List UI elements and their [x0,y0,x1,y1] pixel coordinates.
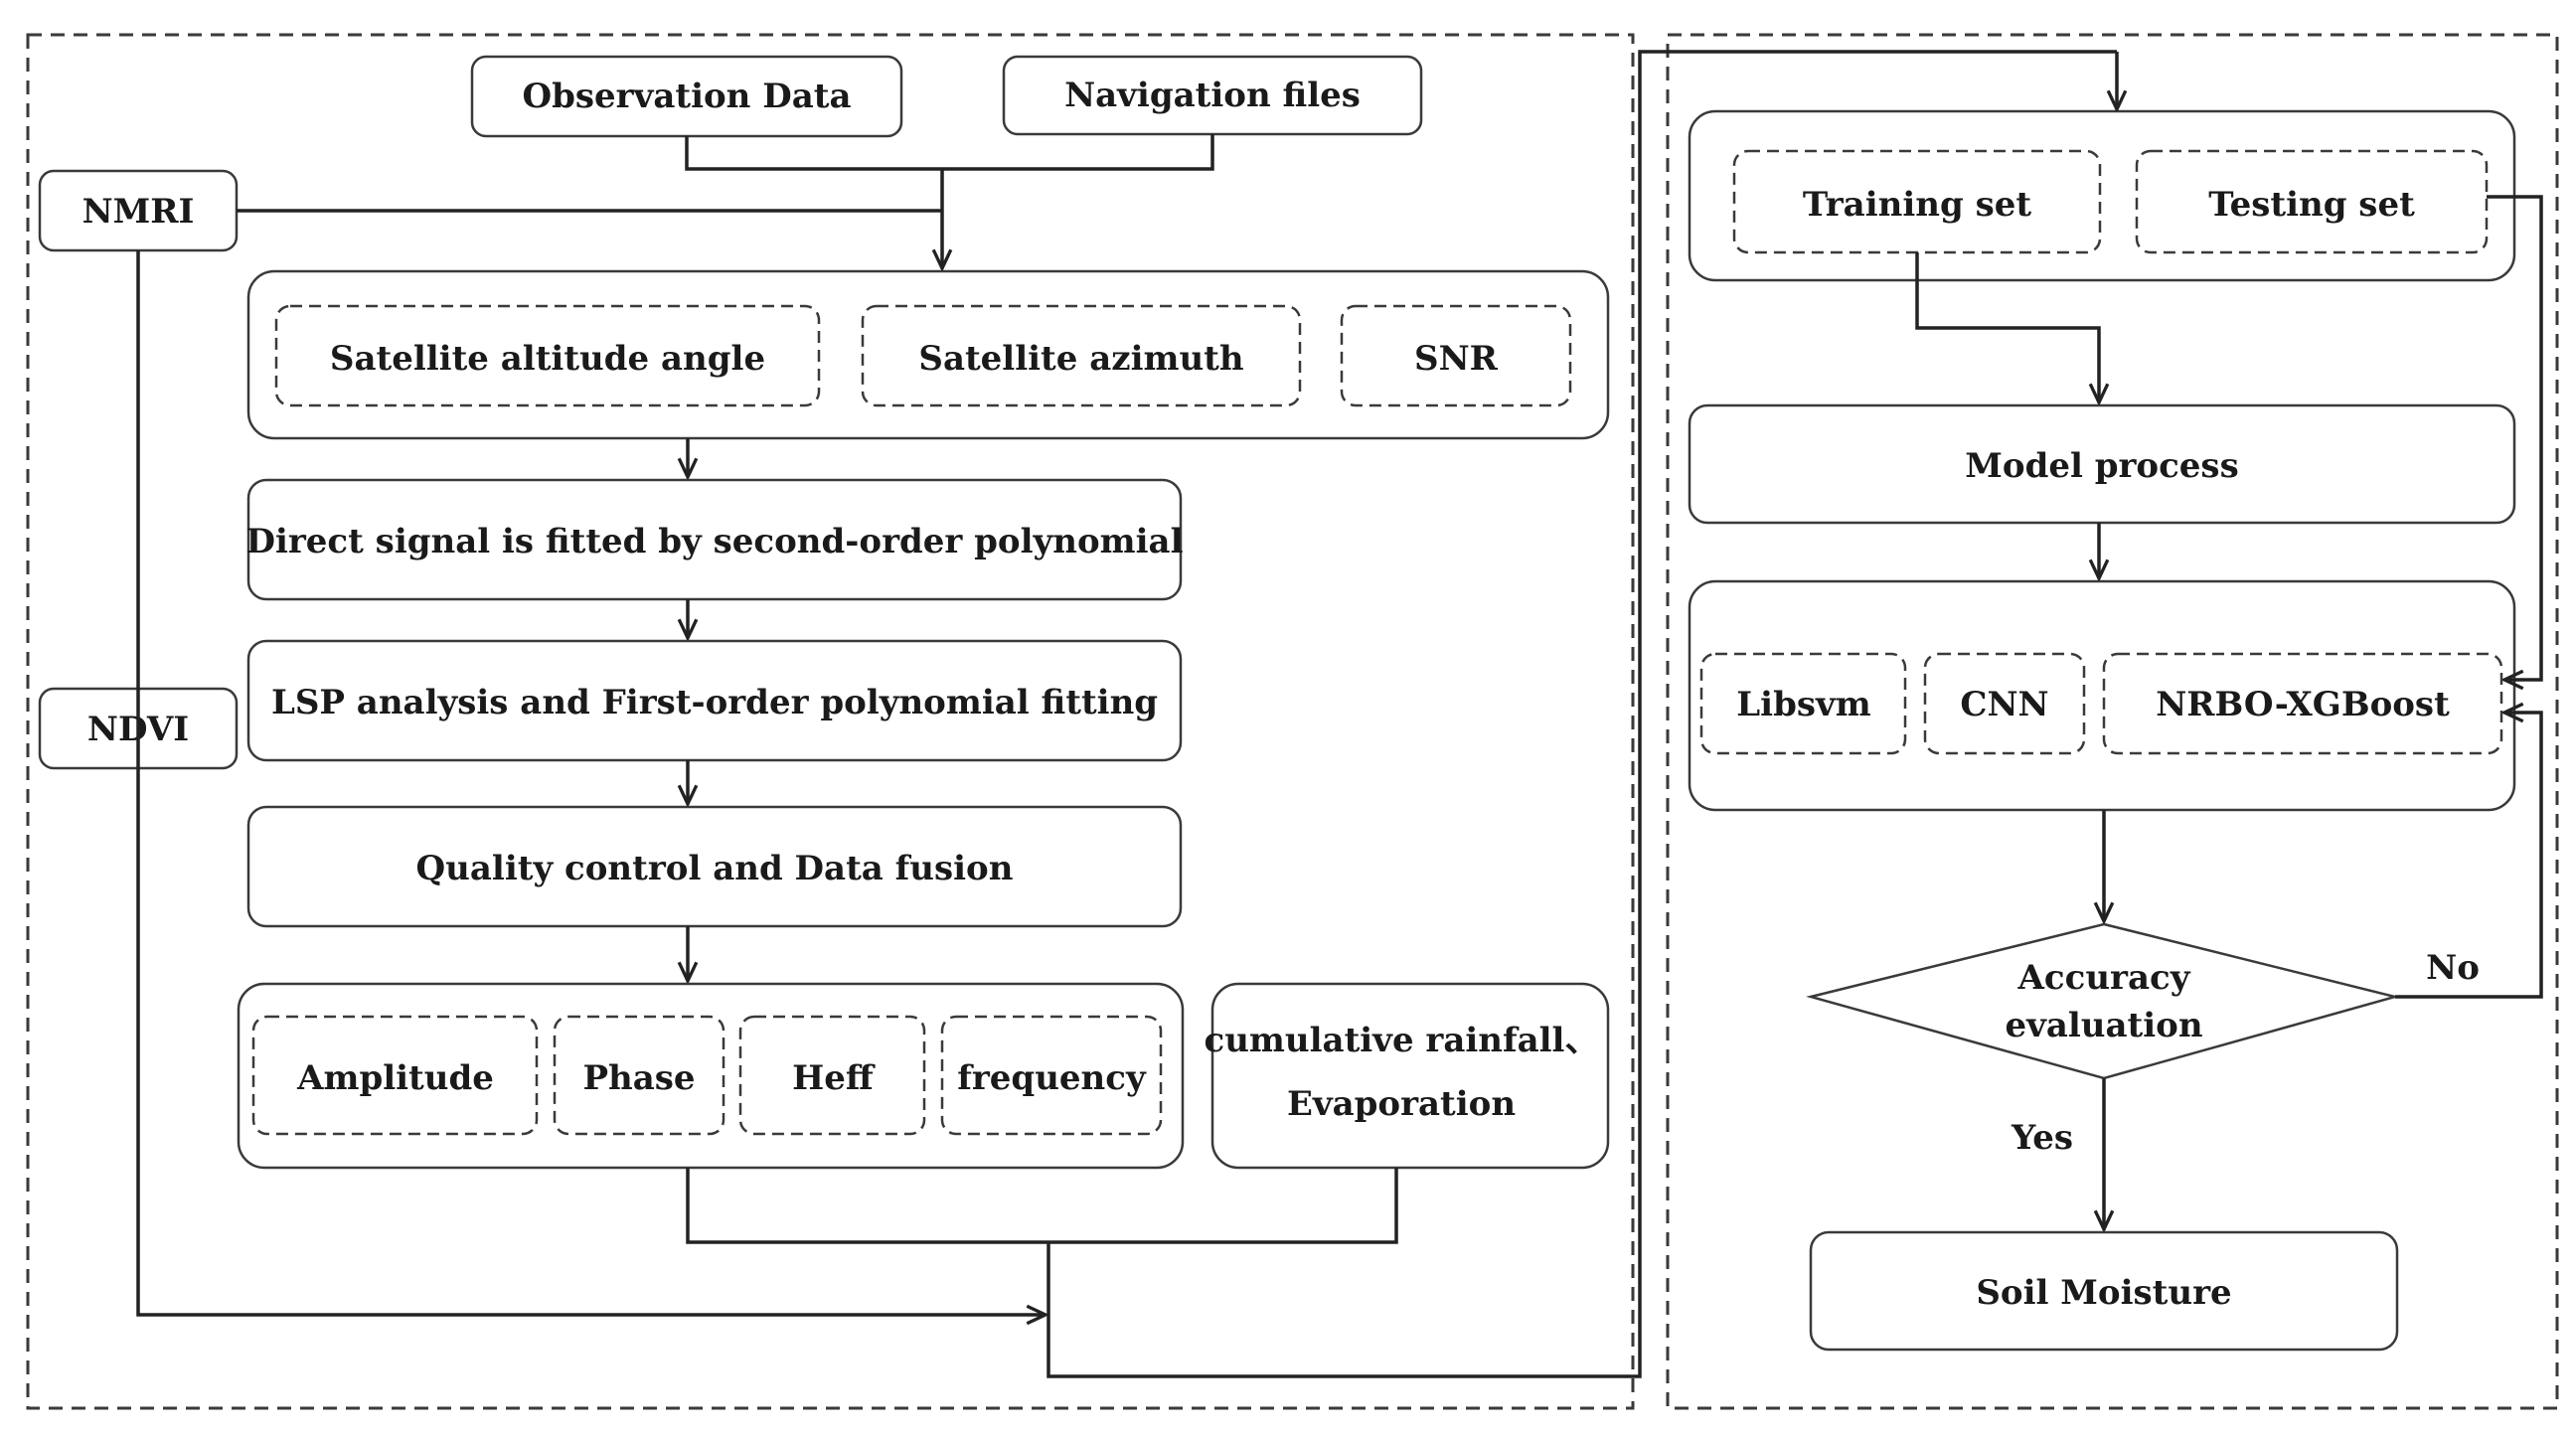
cumulative-rainfall-label: cumulative rainfall、 [1205,1021,1599,1060]
phase-label: Phase [582,1058,695,1098]
soil-moisture-box [1809,1230,2399,1352]
lsp-analysis-label: LSP analysis and First-order polynomial … [271,683,1158,722]
amplitude-box [251,1015,539,1136]
libsvm-label: Libsvm [1736,685,1870,724]
phase-box [553,1015,725,1136]
direct-signal-box [246,478,1183,601]
edge-yes-label: Yes [2011,1118,2073,1158]
snr-label: SNR [1414,339,1499,379]
libsvm-box [1699,652,1907,755]
testing-set-box [2135,149,2489,254]
edge-observation-merge [685,134,1214,171]
accuracy-evaluation-diamond [1806,922,2400,1080]
edge-features-merge [686,1168,1398,1244]
frequency-label: frequency [957,1058,1147,1098]
edge-indices-to-merge [136,250,1046,1315]
quality-control-box [246,805,1183,928]
satellite-altitude-angle-box [274,304,821,407]
satellite-azimuth-box [861,304,1302,407]
snr-box [1340,304,1572,407]
edge-no-label: No [2426,948,2480,988]
model-process-label: Model process [1965,446,2238,486]
cnn-box [1923,652,2086,755]
frequency-box [940,1015,1163,1136]
satellite-azimuth-label: Satellite azimuth [918,339,1243,379]
soil-moisture-label: Soil Moisture [1976,1273,2231,1313]
cnn-label: CNN [1960,685,2048,724]
right-panel [1666,33,2559,1410]
lsp-analysis-box [246,639,1183,762]
training-set-label: Training set [1803,185,2031,225]
satellite-altitude-angle-label: Satellite altitude angle [330,339,765,379]
accuracy-evaluation-label-line1: Accuracy [2017,958,2191,998]
edge-accuracy-no [2395,713,2543,999]
nmri-label: NMRI [82,192,195,232]
heff-box [738,1015,926,1136]
observation-data-label: Observation Data [523,77,852,116]
direct-signal-label: Direct signal is fitted by second-order … [245,522,1183,561]
navigation-files-label: Navigation files [1064,76,1361,115]
model-process-box [1688,403,2516,525]
edge-training-to-model [1915,252,2099,402]
left-panel [26,33,1635,1410]
evaporation-label: Evaporation [1287,1084,1516,1124]
accuracy-evaluation-label-line2: evaluation [2005,1006,2202,1045]
edge-merge-down [1046,50,2117,1378]
heff-label: Heff [792,1058,876,1098]
amplitude-label: Amplitude [296,1058,494,1098]
rainfall-evaporation-box [1210,982,1610,1170]
nrbo-xgboost-label: NRBO-XGBoost [2156,685,2450,724]
nrbo-xgboost-box [2102,652,2503,755]
edge-testing-to-models [2487,195,2543,680]
testing-set-label: Testing set [2208,185,2415,225]
quality-control-label: Quality control and Data fusion [416,849,1014,888]
